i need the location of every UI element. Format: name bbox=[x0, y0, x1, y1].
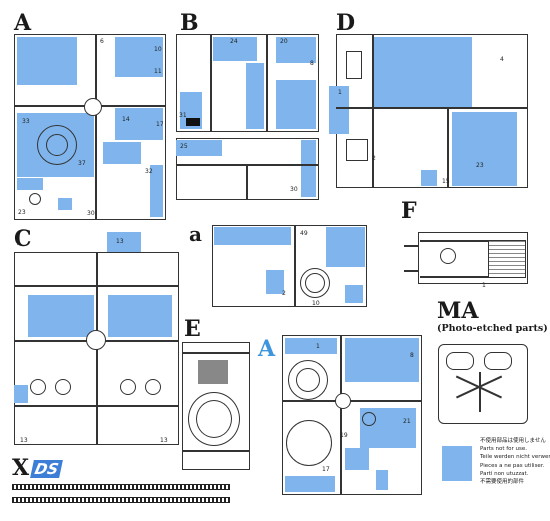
legend-line-fr: Pieces a ne pas utiliser. bbox=[480, 462, 545, 469]
sprue-label-x: X bbox=[12, 455, 30, 481]
track-strip-lower bbox=[12, 497, 230, 503]
track-strip-upper bbox=[12, 484, 230, 490]
legend-line-zh: 不需要使用的部件 bbox=[480, 479, 525, 486]
sprue-label-a-blue: A bbox=[258, 336, 276, 362]
legend-line-it: Parti non utuzzat. bbox=[480, 470, 529, 477]
legend-line-de: Teile werden nicht verwendet. bbox=[480, 454, 550, 461]
unused-parts-legend: 不使用部品は使用しません Parts not for use. Teile we… bbox=[480, 437, 550, 486]
sprue-label-c: C bbox=[14, 226, 32, 252]
sprue-label-b: B bbox=[180, 10, 199, 36]
sprue-label-e: E bbox=[184, 316, 201, 342]
ma-subtitle: (Photo-etched parts) bbox=[437, 323, 548, 334]
sprue-label-d: D bbox=[336, 10, 356, 36]
sprue-label-ma: MA bbox=[437, 298, 479, 324]
unused-parts-swatch bbox=[442, 446, 472, 481]
sprue-label-a: A bbox=[14, 10, 32, 36]
sprue-label-a-small: a bbox=[189, 222, 202, 246]
legend-line-ja: 不使用部品は使用しません bbox=[480, 438, 546, 444]
sprue-label-f: F bbox=[401, 198, 417, 224]
legend-line-en: Parts not for use. bbox=[480, 446, 528, 453]
ds-logo: DS bbox=[30, 460, 64, 478]
